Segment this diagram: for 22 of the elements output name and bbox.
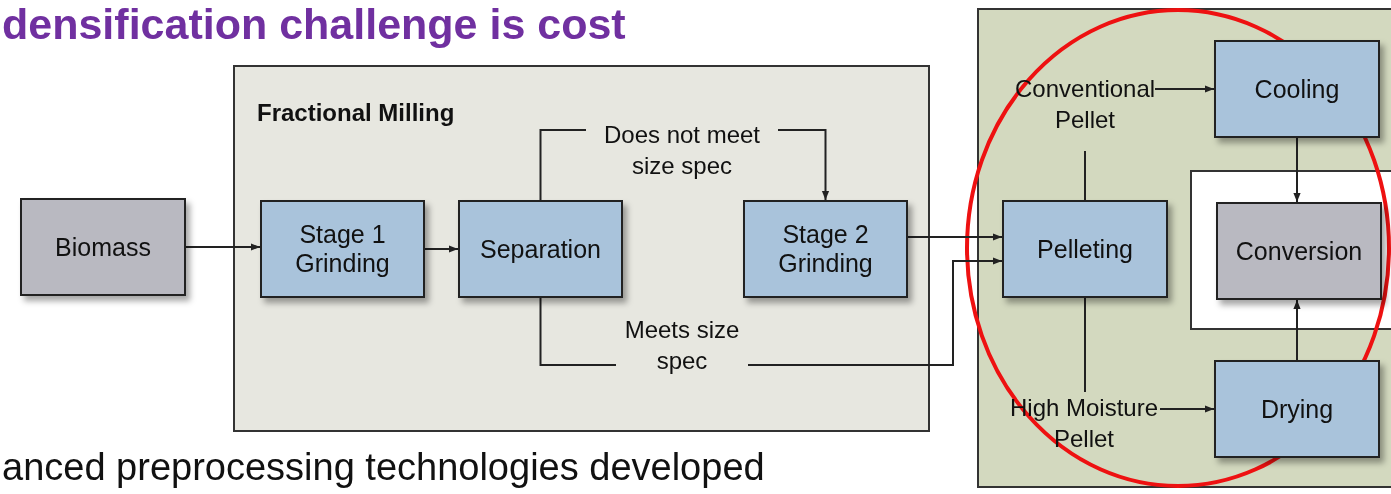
arrow [424, 245, 459, 253]
slide-title: densification challenge is cost [2, 0, 626, 49]
process-group-panel [233, 65, 930, 432]
process-box: Cooling [1214, 40, 1380, 138]
process-box: Drying [1214, 360, 1380, 458]
arrow [185, 243, 261, 251]
enclosure-box [1190, 170, 1391, 330]
body-text: anced preprocessing technologies developed [2, 446, 765, 489]
connector-line [1084, 297, 1086, 393]
connector-line [1084, 150, 1086, 201]
arrow [1154, 85, 1215, 93]
process-box: Stage 2 Grinding [743, 200, 908, 298]
arrow [907, 233, 1003, 241]
arrow [1293, 299, 1301, 361]
process-box: Separation [458, 200, 623, 298]
process-box: Pelleting [1002, 200, 1168, 298]
process-box: Conversion [1216, 202, 1382, 300]
arrow [1159, 405, 1215, 413]
panel-heading: Fractional Milling [257, 99, 455, 127]
arrow [1293, 137, 1301, 203]
process-box: Stage 1 Grinding [260, 200, 425, 298]
process-box: Biomass [20, 198, 186, 296]
